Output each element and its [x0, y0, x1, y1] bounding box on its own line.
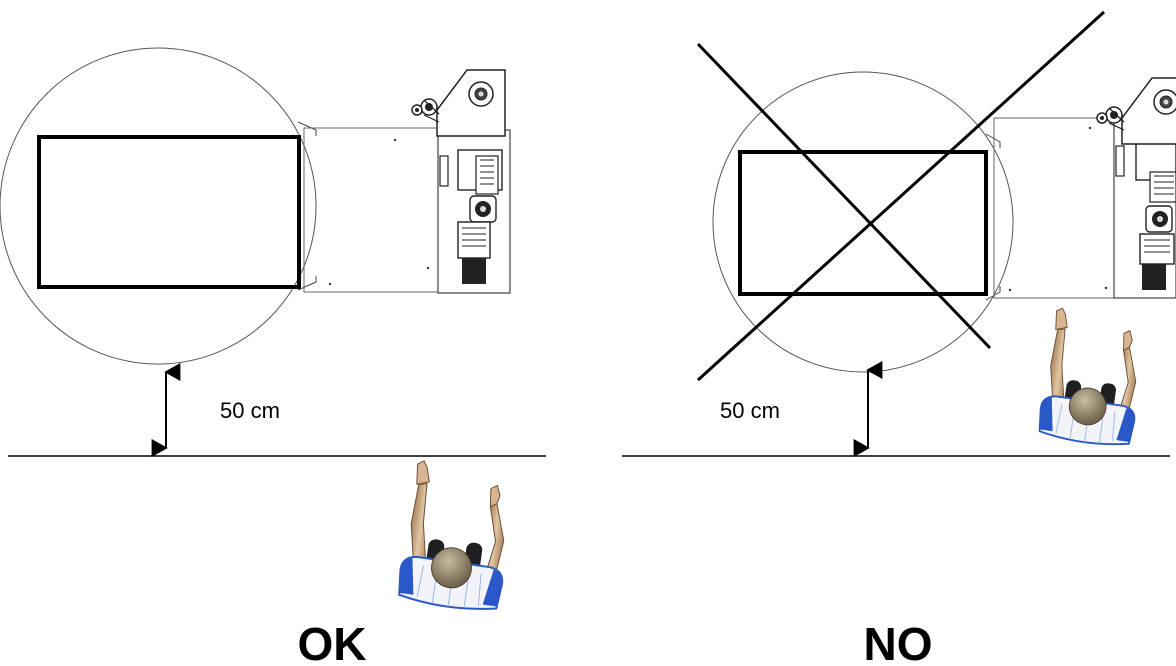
- mechanism-head: [411, 69, 506, 137]
- machine-frame: [297, 121, 511, 294]
- load-rectangle: [37, 135, 301, 289]
- operator-figure: [395, 458, 519, 615]
- mechanism-head: [1096, 77, 1176, 145]
- panel-ok: 50 cm OK: [0, 47, 546, 666]
- machine-frame: [985, 117, 1176, 301]
- panel-no: 50 cm NO: [622, 10, 1176, 666]
- cross-out-line-2: [696, 10, 1106, 382]
- verdict-ok-label: OK: [298, 618, 367, 666]
- operator-figure: [1035, 306, 1150, 450]
- distance-label: 50 cm: [220, 398, 280, 423]
- distance-label: 50 cm: [720, 398, 780, 423]
- cross-out-line-1: [696, 42, 992, 350]
- turntable-circle: [0, 47, 317, 365]
- verdict-no-label: NO: [864, 618, 933, 666]
- load-rectangle: [738, 150, 988, 296]
